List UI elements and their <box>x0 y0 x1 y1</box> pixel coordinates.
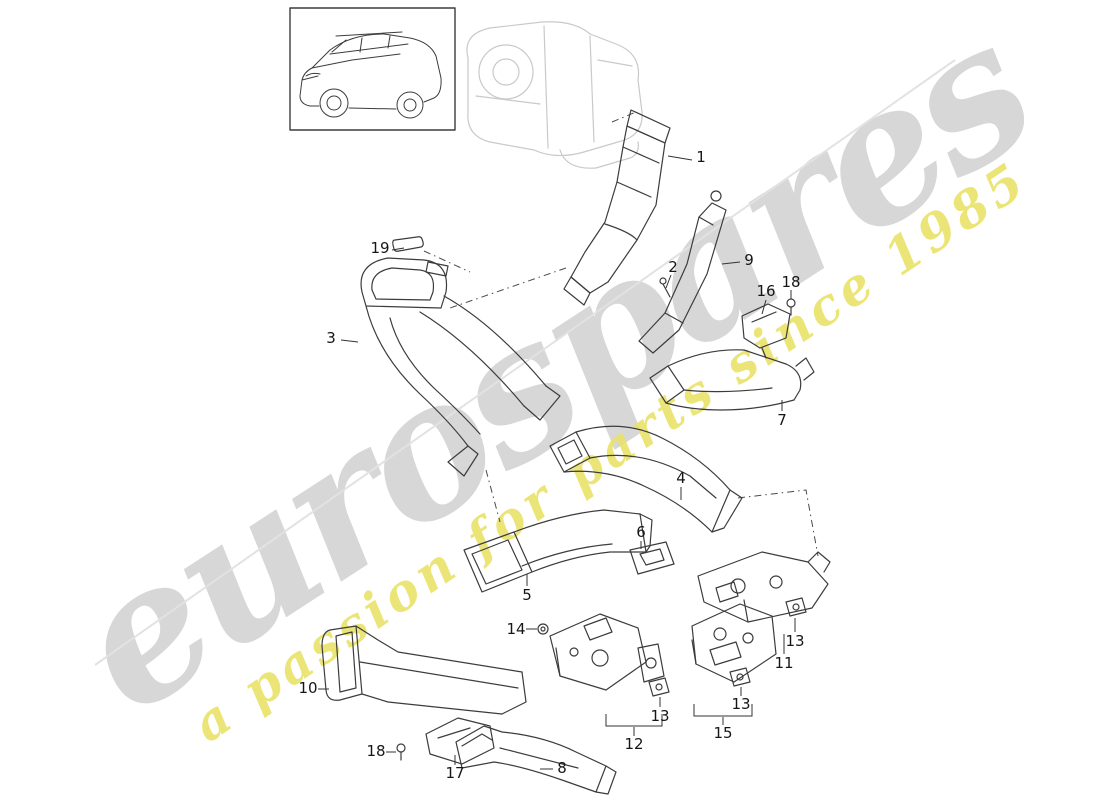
callout-17[interactable]: 17 <box>445 764 465 782</box>
construction-lines <box>423 111 819 557</box>
callout-4[interactable]: 4 <box>676 469 686 487</box>
bracket-12 <box>605 714 663 727</box>
callout-2[interactable]: 2 <box>668 258 678 276</box>
callout-19[interactable]: 19 <box>370 239 390 257</box>
vehicle-thumbnail <box>289 7 456 131</box>
leader-line-2 <box>665 274 672 289</box>
part-3-air-distributor-drawing <box>360 257 561 477</box>
part-13-clip-drawing <box>648 677 670 697</box>
callout-18-bottom[interactable]: 18 <box>366 742 386 760</box>
callout-15[interactable]: 15 <box>713 724 733 742</box>
callout-14[interactable]: 14 <box>506 620 526 638</box>
part-13-clip-drawing <box>729 667 751 687</box>
part-11-distributor-housing-drawing <box>697 551 831 623</box>
part-19-strip-drawing <box>392 236 424 252</box>
part-7-air-duct-drawing <box>649 349 815 411</box>
part-17-cover-drawing <box>425 717 495 765</box>
leader-line-1 <box>667 155 693 161</box>
callout-18-top[interactable]: 18 <box>781 273 801 291</box>
part-16-bracket-drawing <box>741 303 791 359</box>
part-6-connector-drawing <box>629 541 675 575</box>
part-5-air-duct-drawing <box>463 509 653 593</box>
callout-13-mid[interactable]: 13 <box>650 707 670 725</box>
callout-12[interactable]: 12 <box>624 735 644 753</box>
part-9-air-duct-drawing <box>638 190 727 354</box>
callout-8[interactable]: 8 <box>557 759 567 777</box>
leader-line-3 <box>340 339 359 343</box>
part-14-grommet-drawing <box>537 623 549 635</box>
part-4-air-duct-drawing <box>549 425 743 533</box>
callout-13-inner[interactable]: 13 <box>731 695 751 713</box>
part-1-air-duct-drawing <box>563 109 671 306</box>
callout-9[interactable]: 9 <box>744 251 754 269</box>
callout-10[interactable]: 10 <box>298 679 318 697</box>
callout-brackets <box>605 704 753 727</box>
part-8-air-duct-drawing <box>455 725 617 795</box>
part-10-air-duct-drawing <box>321 625 527 715</box>
callout-16[interactable]: 16 <box>756 282 776 300</box>
vehicle-thumbnail-frame <box>289 7 456 131</box>
bracket-15 <box>693 704 753 717</box>
leader-lines <box>318 155 796 770</box>
engine-ghost-drawing <box>466 21 643 169</box>
callout-11[interactable]: 11 <box>774 654 794 672</box>
part-15-distributor-housing-drawing <box>691 603 777 683</box>
callout-7[interactable]: 7 <box>777 411 787 429</box>
callout-13-right[interactable]: 13 <box>785 632 805 650</box>
part-12-distributor-housing-drawing <box>549 613 665 691</box>
part-2-screw-drawing <box>659 277 671 298</box>
vehicle-car-drawing <box>299 31 442 119</box>
leader-line-9 <box>721 261 741 265</box>
callout-1[interactable]: 1 <box>696 148 706 166</box>
callout-6[interactable]: 6 <box>636 523 646 541</box>
callout-5[interactable]: 5 <box>522 586 532 604</box>
part-18-screw-drawing <box>396 743 406 761</box>
callout-3[interactable]: 3 <box>326 329 336 347</box>
leader-line-19 <box>391 247 405 251</box>
leader-line-16 <box>761 299 767 315</box>
part-13-clip-drawing <box>785 597 807 617</box>
